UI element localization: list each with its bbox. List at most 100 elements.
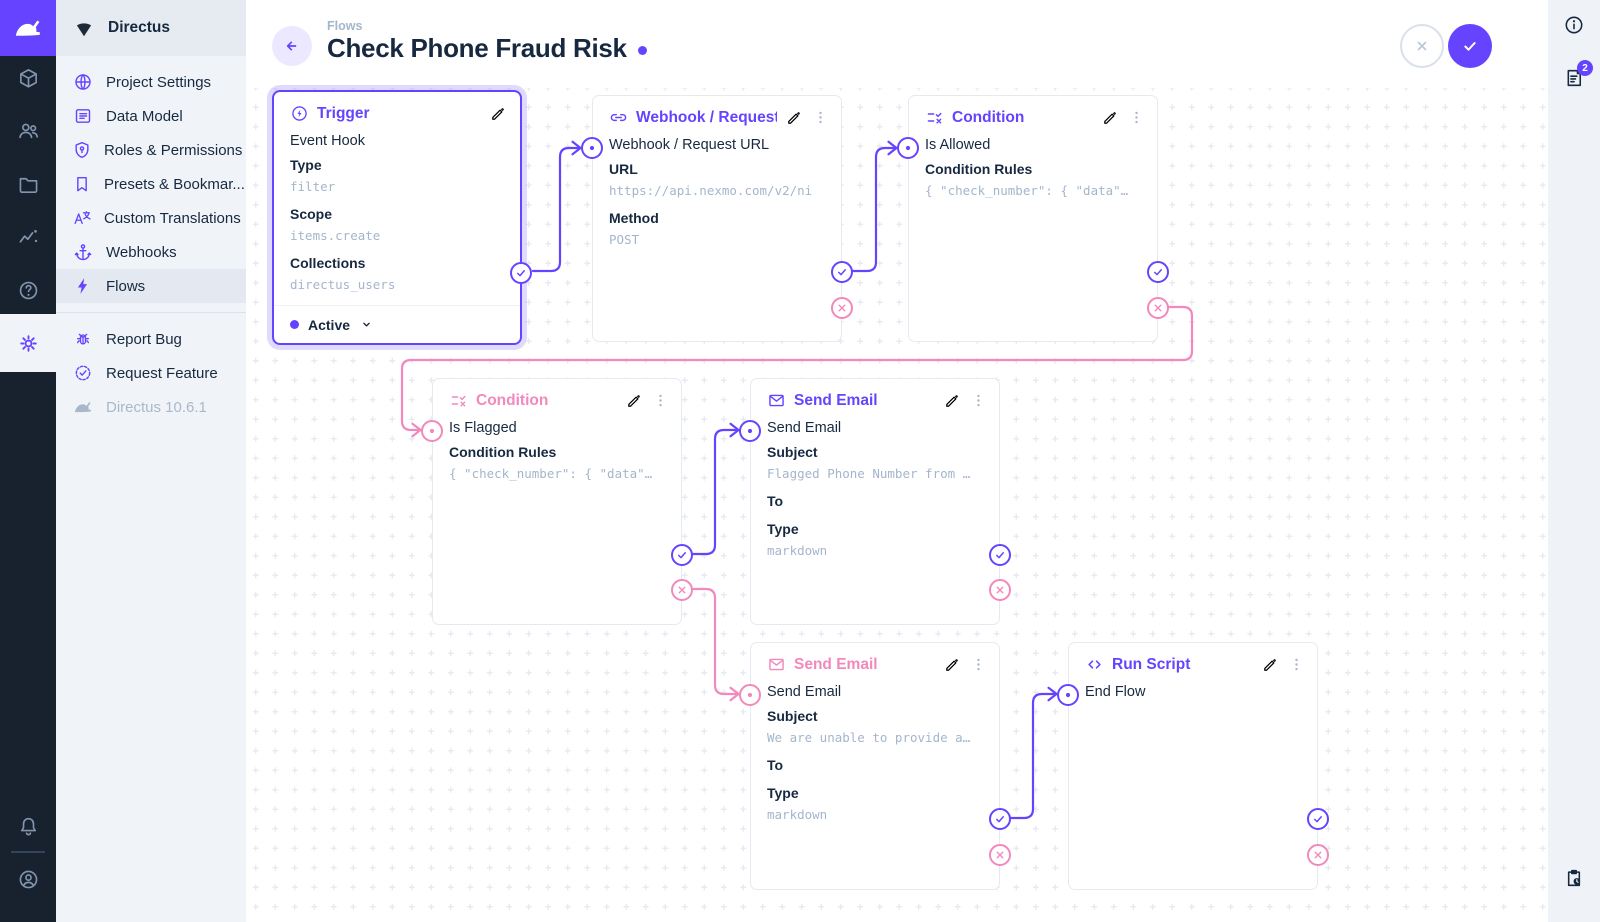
edit-pencil-button[interactable]	[625, 391, 644, 410]
badge-check-icon	[75, 365, 91, 381]
node-menu-button[interactable]	[970, 392, 987, 409]
node-header: Trigger	[274, 92, 520, 129]
node-menu-button[interactable]	[812, 109, 829, 126]
node-field: Condition Rules { "check_number": { "dat…	[449, 443, 665, 483]
input-handle[interactable]	[739, 420, 761, 442]
resolve-handle[interactable]	[510, 262, 532, 284]
node-operation-name: Is Flagged	[449, 420, 517, 436]
sidebar-item-webhooks[interactable]: Webhooks	[56, 235, 246, 269]
field-label: Collections	[290, 255, 366, 271]
input-handle[interactable]	[1057, 684, 1079, 706]
flow-node-send-email-flagged[interactable]: Send Email Send Email Subject Flagged Ph…	[739, 378, 1011, 625]
edit-pencil-button[interactable]	[1101, 108, 1120, 127]
page-title: Check Phone Fraud Risk	[327, 33, 627, 63]
node-field: Method POST	[609, 209, 825, 249]
input-handle[interactable]	[739, 684, 761, 706]
edit-pencil-button[interactable]	[943, 391, 962, 410]
node-title: Condition	[952, 108, 1025, 126]
translate-icon	[74, 211, 91, 225]
module-insights[interactable]	[0, 213, 56, 261]
handle-check-icon	[1314, 816, 1322, 823]
sidebar-item-flows[interactable]: Flows	[56, 269, 246, 303]
condition-icon	[449, 391, 468, 410]
module-docs[interactable]	[0, 266, 56, 314]
reject-handle[interactable]	[1147, 297, 1169, 319]
activity-notes-button[interactable]: 2	[1563, 60, 1593, 89]
pencil-icon	[1104, 112, 1116, 124]
flow-node-trigger[interactable]: Trigger Event Hook Type filter Scope ite…	[272, 90, 532, 345]
node-menu-button[interactable]	[652, 392, 669, 409]
input-handle[interactable]	[581, 137, 603, 159]
edit-pencil-button[interactable]	[943, 655, 962, 674]
module-content[interactable]	[0, 54, 56, 102]
translate-icon	[72, 207, 92, 229]
revisions-button[interactable]	[1563, 867, 1585, 889]
email-icon	[767, 655, 786, 674]
node-menu-button[interactable]	[1128, 109, 1145, 126]
dots-icon	[819, 111, 822, 124]
module-users[interactable]	[0, 106, 56, 154]
directus-logo[interactable]	[0, 0, 56, 56]
flow-node-condition-flagged[interactable]: Condition Is Flagged Condition Rules { "…	[421, 378, 693, 625]
email-icon	[769, 394, 784, 407]
handle-x-icon	[838, 304, 846, 312]
settings-sidebar: Directus Project Settings Data Model Rol…	[56, 0, 246, 922]
status-label: Active	[308, 316, 351, 333]
module-files[interactable]	[0, 160, 56, 208]
trigger-status-dropdown[interactable]: Active	[274, 305, 520, 343]
module-account[interactable]	[0, 855, 56, 903]
sidebar-item-request-feature[interactable]: Request Feature	[56, 356, 246, 390]
info-button[interactable]	[1563, 14, 1585, 36]
project-wedge-icon	[72, 16, 96, 40]
resolve-handle[interactable]	[1307, 808, 1329, 830]
cancel-button[interactable]	[1400, 24, 1444, 68]
check-icon	[1464, 42, 1476, 51]
node-menu-button[interactable]	[970, 656, 987, 673]
flow-node-run-script[interactable]: Run Script End Flow	[1057, 642, 1329, 890]
node-field: Scope items.create	[290, 205, 504, 245]
resolve-handle[interactable]	[989, 544, 1011, 566]
sidebar-divider	[56, 312, 246, 313]
folder-icon	[19, 177, 37, 193]
input-handle[interactable]	[897, 137, 919, 159]
reject-handle[interactable]	[989, 844, 1011, 866]
reject-handle[interactable]	[671, 579, 693, 601]
resolve-handle[interactable]	[989, 808, 1011, 830]
node-menu-button[interactable]	[1288, 656, 1305, 673]
flow-node-condition-allowed[interactable]: Condition Is Allowed Condition Rules { "…	[897, 95, 1169, 342]
project-switcher[interactable]: Directus	[56, 0, 246, 56]
reject-handle[interactable]	[831, 297, 853, 319]
resolve-handle[interactable]	[831, 261, 853, 283]
sidebar-item-roles-permissions[interactable]: Roles & Permissions	[56, 133, 246, 167]
node-header: Send Email	[751, 379, 999, 416]
resolve-handle[interactable]	[1147, 261, 1169, 283]
sidebar-item-custom-translations[interactable]: Custom Translations	[56, 201, 246, 235]
reject-handle[interactable]	[989, 579, 1011, 601]
handle-dot-icon	[905, 145, 911, 151]
back-button[interactable]	[272, 26, 312, 66]
edit-pencil-button[interactable]	[489, 104, 508, 123]
sidebar-item-data-model[interactable]: Data Model	[56, 99, 246, 133]
edit-pencil-button[interactable]	[1261, 655, 1280, 674]
bug-icon	[72, 328, 94, 350]
field-label: Type	[290, 157, 322, 173]
edit-pencil-button[interactable]	[785, 108, 804, 127]
flow-node-send-email-unable[interactable]: Send Email Send Email Subject We are una…	[739, 642, 1011, 890]
module-notifications[interactable]	[0, 802, 56, 850]
module-bar	[0, 0, 56, 922]
flow-node-webhook[interactable]: Webhook / Request URL Webhook / Request …	[581, 95, 853, 342]
bolt-icon	[72, 275, 94, 297]
globe-icon	[75, 74, 91, 90]
sidebar-item-presets-bookmar[interactable]: Presets & Bookmar...	[56, 167, 246, 201]
save-button[interactable]	[1448, 24, 1492, 68]
bolt-icon	[77, 278, 88, 294]
module-settings[interactable]	[0, 314, 56, 372]
bell-icon	[20, 817, 36, 835]
input-handle[interactable]	[421, 420, 443, 442]
sidebar-item-project-settings[interactable]: Project Settings	[56, 65, 246, 99]
sidebar-item-report-bug[interactable]: Report Bug	[56, 322, 246, 356]
project-wedge-icon	[76, 23, 92, 37]
sidebar-version: Directus 10.6.1	[56, 390, 246, 424]
resolve-handle[interactable]	[671, 544, 693, 566]
reject-handle[interactable]	[1307, 844, 1329, 866]
